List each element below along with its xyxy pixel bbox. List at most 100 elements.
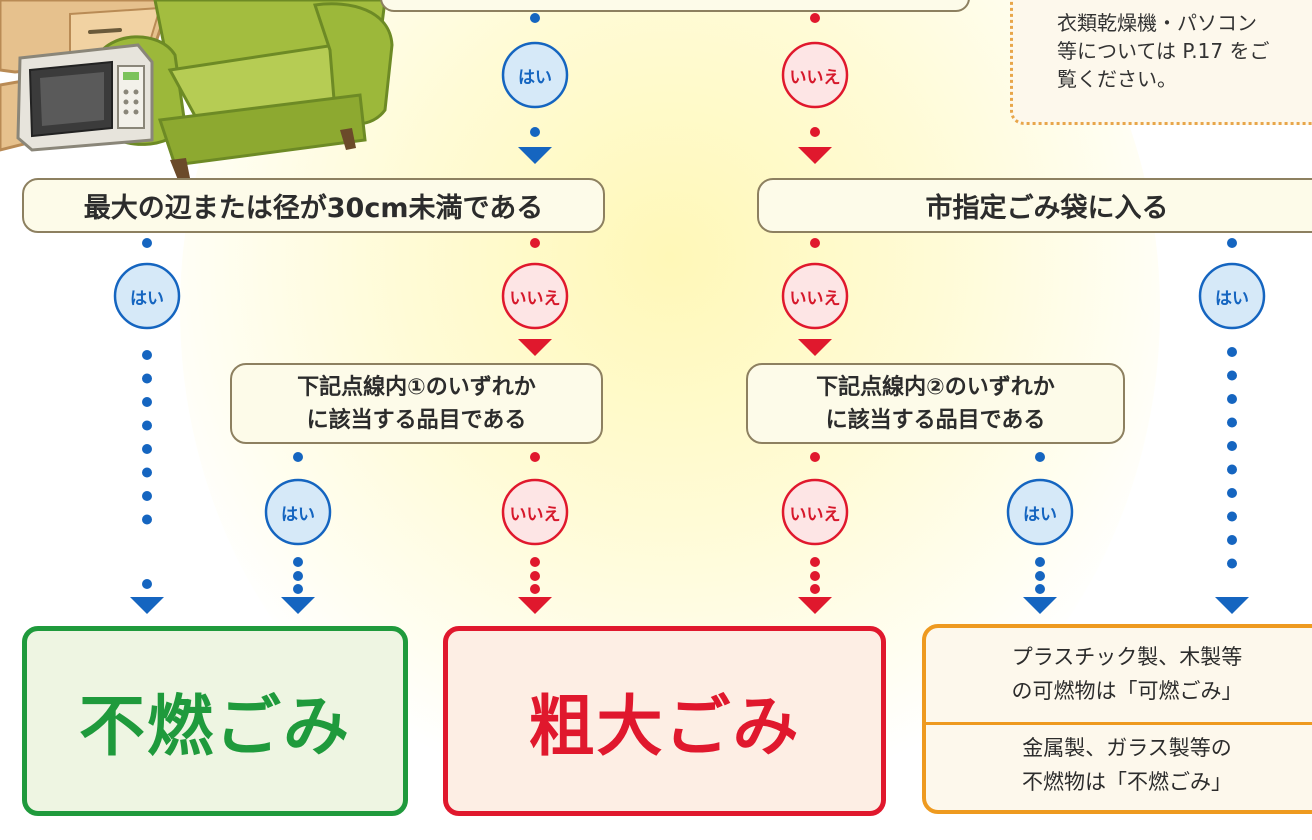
- sort-combustible-line: の可燃物は「可燃ごみ」: [1011, 679, 1243, 703]
- connector-dot: [530, 571, 540, 581]
- answer-yes-label: はい: [518, 68, 552, 88]
- connector-dot: [1227, 535, 1237, 545]
- answer-no-label: いいえ: [509, 505, 561, 525]
- connector-dot: [1035, 452, 1045, 462]
- connector-dot: [530, 452, 540, 462]
- connector-dot: [810, 571, 820, 581]
- connector-dot: [1227, 488, 1237, 498]
- connector-dot: [293, 557, 303, 567]
- sort-noncombustible: 金属製、ガラス製等の 不燃物は「不燃ごみ」: [926, 731, 1312, 807]
- connector-dot: [810, 452, 820, 462]
- down-arrow-icon: [518, 597, 552, 614]
- answer-yes-label: はい: [1023, 505, 1057, 525]
- note-box: 衣類乾燥機・パソコン 等については P.17 をご 覧ください。: [1010, 0, 1312, 125]
- connector-dot: [142, 467, 152, 478]
- down-arrow-icon: [518, 339, 552, 356]
- connector-dot: [1035, 584, 1045, 594]
- sort-noncombustible-line: 不燃物は「不燃ごみ」: [1022, 770, 1232, 794]
- no-bubble: [501, 478, 569, 546]
- connector-dot: [1227, 464, 1237, 475]
- connector-dot: [1227, 394, 1237, 404]
- answer-no-label: いいえ: [509, 289, 561, 309]
- connector-dot: [810, 584, 820, 594]
- down-arrow-icon: [281, 597, 315, 614]
- answer-yes-label: はい: [1215, 289, 1249, 309]
- question-list2-line: 下記点線内②のいずれか: [816, 374, 1055, 400]
- yes-bubble: [1198, 262, 1266, 330]
- sort-divider: [926, 722, 1312, 725]
- connector-dot: [1227, 441, 1237, 451]
- result-sodai-text: 粗大ごみ: [528, 688, 801, 765]
- answer-yes-label: はい: [281, 505, 315, 525]
- down-arrow-icon: [798, 339, 832, 356]
- connector-dot: [1035, 571, 1045, 581]
- sort-noncombustible-line: 金属製、ガラス製等の: [1022, 736, 1232, 760]
- connector-dot: [142, 420, 152, 431]
- flow-connectors: [113, 13, 1266, 614]
- sort-combustible: プラスチック製、木製等 の可燃物は「可燃ごみ」: [926, 640, 1312, 716]
- question-top-box: [380, 0, 970, 12]
- connector-dot: [1227, 417, 1237, 428]
- connector-dot: [293, 452, 303, 462]
- connector-dot: [810, 238, 820, 248]
- connector-dot: [1227, 347, 1237, 357]
- question-size-text: 最大の辺または径が30cm未満である: [83, 193, 544, 224]
- note-line: 等については P.17 をご: [1057, 39, 1270, 63]
- yes-bubble: [501, 41, 569, 109]
- connector-dot: [1227, 558, 1237, 569]
- no-bubble: [501, 262, 569, 330]
- connector-dot: [142, 373, 152, 384]
- connector-dot: [293, 584, 303, 594]
- result-sort: プラスチック製、木製等 の可燃物は「可燃ごみ」 金属製、ガラス製等の 不燃物は「…: [922, 624, 1312, 814]
- yes-bubble: [1006, 478, 1074, 546]
- connector-dot: [1227, 511, 1237, 522]
- connector-dot: [1227, 370, 1237, 381]
- question-list1-line: 下記点線内①のいずれか: [297, 374, 536, 400]
- result-sodai: 粗大ごみ: [443, 626, 886, 816]
- down-arrow-icon: [130, 597, 164, 614]
- question-bag: 市指定ごみ袋に入る: [757, 178, 1312, 233]
- connector-dot: [293, 571, 303, 581]
- note-line: 覧ください。: [1057, 67, 1177, 91]
- connector-dot: [142, 579, 152, 589]
- yes-bubble: [264, 478, 332, 546]
- connector-dot: [1227, 238, 1237, 248]
- connector-dot: [530, 557, 540, 567]
- connector-dot: [810, 127, 820, 137]
- connector-dot: [530, 238, 540, 248]
- microwave-illustration: [16, 43, 154, 152]
- question-list2-line: に該当する品目である: [825, 407, 1046, 433]
- result-funen: 不燃ごみ: [22, 626, 408, 816]
- connector-dot: [142, 514, 152, 525]
- no-bubble: [781, 41, 849, 109]
- connector-dot: [142, 238, 152, 248]
- down-arrow-icon: [518, 147, 552, 164]
- result-funen-text: 不燃ごみ: [79, 688, 351, 765]
- sort-combustible-line: プラスチック製、木製等: [1011, 645, 1243, 669]
- answer-yes-label: はい: [130, 289, 164, 309]
- connector-dot: [530, 584, 540, 594]
- connector-dot: [142, 350, 152, 360]
- question-list2: 下記点線内②のいずれか に該当する品目である: [746, 363, 1125, 444]
- furniture-illustration: [0, 0, 394, 180]
- note-line: 衣類乾燥機・パソコン: [1057, 11, 1257, 35]
- down-arrow-icon: [798, 597, 832, 614]
- answer-no-label: いいえ: [789, 68, 841, 88]
- connector-dot: [530, 127, 540, 137]
- question-list1: 下記点線内①のいずれか に該当する品目である: [230, 363, 603, 444]
- question-list1-line: に該当する品目である: [306, 407, 527, 433]
- no-bubble: [781, 478, 849, 546]
- connector-dot: [142, 491, 152, 501]
- down-arrow-icon: [798, 147, 832, 164]
- connector-dot: [530, 13, 540, 23]
- down-arrow-icon: [1023, 597, 1057, 614]
- answer-no-label: いいえ: [789, 505, 841, 525]
- question-bag-text: 市指定ごみ袋に入る: [925, 193, 1169, 224]
- no-bubble: [781, 262, 849, 330]
- connector-dot: [142, 397, 152, 407]
- down-arrow-icon: [1215, 597, 1249, 614]
- question-size: 最大の辺または径が30cm未満である: [22, 178, 605, 233]
- answer-no-label: いいえ: [789, 289, 841, 309]
- yes-bubble: [113, 262, 181, 330]
- connector-dot: [810, 557, 820, 567]
